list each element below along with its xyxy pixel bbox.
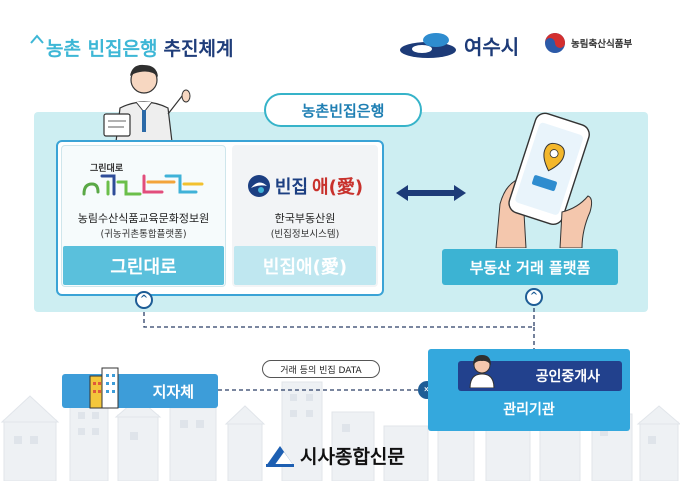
taegeuk-icon [545, 33, 565, 53]
yeosu-logo: 여수시 [398, 30, 519, 60]
chevron-up-icon: ^ [135, 291, 153, 309]
binjipae-logo: 빈집 애(愛) [238, 173, 372, 199]
binjipae-emblem-icon [247, 175, 270, 197]
buildings-background [0, 381, 680, 481]
real-estate-platform-label: 부동산 거래 플랫폼 [442, 249, 618, 285]
page-title: 농촌 빈집은행 추진체계 [30, 34, 233, 60]
source-text: 시사종합신문 [300, 446, 405, 468]
chevron-up-icon: ^ [525, 288, 543, 306]
binjipae-logo-red-text: 애(愛) [312, 177, 364, 198]
presenter-illustration [103, 64, 191, 142]
yeosu-emblem-icon [400, 33, 456, 58]
local-government-box: 지자체 [62, 374, 218, 408]
greendaero-logo-icon [82, 174, 204, 196]
title-accent: 농촌 빈집은행 [46, 37, 158, 60]
yeosu-logo-text: 여수시 [464, 34, 520, 59]
binjipae-org: 한국부동산원 [274, 212, 336, 225]
management-agency-label: 관리기관 [503, 402, 555, 418]
ministry-logo: 농림축산식품부 [544, 32, 632, 54]
data-flow-label: 거래 등의 빈집 DATA [262, 360, 380, 378]
greendaero-org-sub: (귀농귀촌통합플랫폼) [100, 229, 187, 240]
city-building-icon [89, 367, 119, 409]
newspaper-logo-icon [266, 445, 294, 467]
house-roof-icon [30, 34, 44, 44]
local-government-label: 지자체 [152, 382, 194, 401]
greendaero-label: 그린대로 [63, 246, 224, 285]
bank-title: 농촌빈집은행 [264, 93, 422, 127]
greendaero-org: 농림수산식품교육문화정보원 [77, 212, 210, 225]
double-arrow-icon [396, 185, 466, 201]
ministry-logo-text: 농림축산식품부 [571, 39, 633, 50]
source-logo: 시사종합신문 [264, 442, 405, 469]
smartphone-illustration [495, 112, 593, 248]
realtor-person-icon [469, 355, 495, 388]
binjipae-logo-text: 빈집 [274, 177, 309, 198]
binjipae-org-sub: (빈집정보시스템) [270, 229, 340, 240]
title-main: 추진체계 [163, 37, 234, 60]
greendaero-logo-text: 그린대로 [90, 164, 124, 174]
binjipae-label: 빈집애(愛) [234, 246, 376, 285]
